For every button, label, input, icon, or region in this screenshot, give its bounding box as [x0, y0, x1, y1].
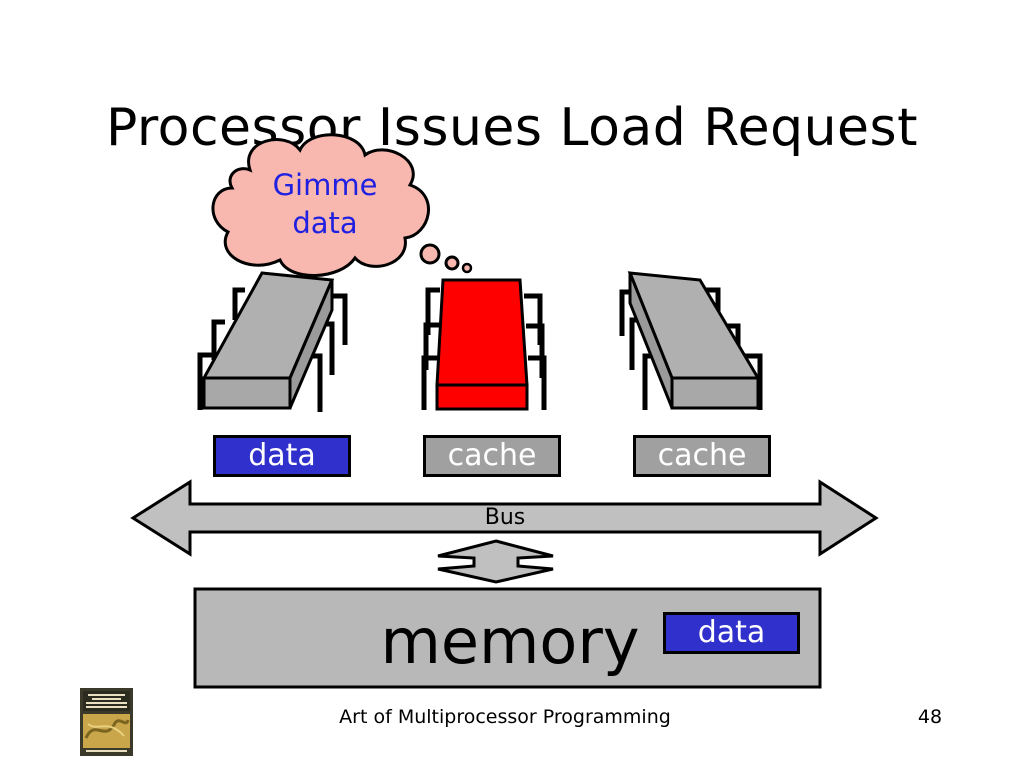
- bus-memory-arrow: [437, 539, 554, 584]
- processor-3-body-front: [670, 376, 760, 410]
- processor-1-body-side: [288, 279, 334, 409]
- processor-3-body-side: [628, 272, 674, 409]
- processor-3: [619, 271, 763, 410]
- thought-bubble-text: Gimme data: [255, 166, 395, 242]
- processor-2: [421, 278, 547, 411]
- thought-cloud: [211, 133, 430, 277]
- bus-arrow: [130, 479, 879, 557]
- processor-1-body-front: [202, 376, 292, 410]
- cache-3: cache: [633, 435, 771, 477]
- thought-line-1: Gimme: [272, 168, 378, 202]
- processor-1: [197, 271, 348, 412]
- footer-text: Art of Multiprocessor Programming: [339, 706, 671, 728]
- book-cover-thumbnail: [80, 688, 133, 756]
- thought-bubble: [211, 133, 473, 277]
- processor-2-body-front: [435, 383, 529, 411]
- slide-title: Processor Issues Load Request: [105, 98, 919, 158]
- memory-data: data: [663, 612, 800, 654]
- cache-1-data: data: [213, 435, 351, 477]
- memory-label: memory: [380, 605, 640, 678]
- cache-2: cache: [423, 435, 561, 477]
- thought-line-2: data: [292, 206, 358, 240]
- processor-2-pins: [421, 287, 547, 410]
- thought-dot-large: [419, 243, 441, 265]
- thought-dot-medium: [444, 255, 460, 271]
- thought-dot-small: [461, 262, 473, 274]
- page-number: 48: [917, 706, 943, 728]
- bus-label: Bus: [484, 505, 526, 530]
- processor-2-body: [435, 278, 529, 387]
